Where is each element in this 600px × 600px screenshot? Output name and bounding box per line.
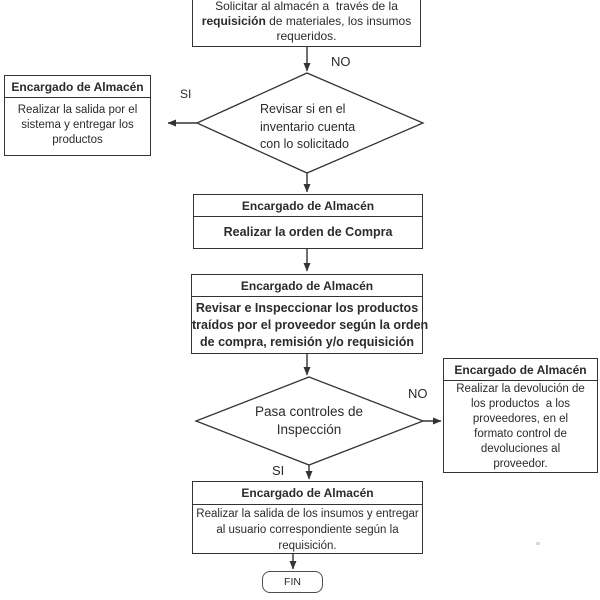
start-box-line: Solicitar al almacén a través de la [215,0,398,13]
fin-label: FIN [284,576,301,588]
edge-label-no-top: NO [331,54,351,69]
exit-box: Encargado de Almacén Realizar la salida … [192,481,423,554]
decision1-text: Revisar si en el inventario cuenta con l… [260,102,356,151]
decision2-shape [194,376,425,466]
edge-label-si-bottom: SI [272,463,285,478]
decision2-text: Pasa controles de Inspección [254,404,364,437]
return-box-header: Encargado de Almacén [444,359,597,381]
fin-terminator: FIN [262,571,323,593]
edge-label-no-right: NO [408,386,428,401]
left-box: Encargado de Almacén Realizar la salida … [4,75,151,156]
return-box: Encargado de Almacén Realizar la devoluc… [443,358,598,473]
inspect-box-header: Encargado de Almacén [192,275,422,297]
start-box: Solicitar al almacén a través de la requ… [192,0,421,47]
decision1-shape [195,72,425,174]
start-box-line: requisición de materiales, los insumos [201,14,412,28]
exit-box-header: Encargado de Almacén [193,482,422,505]
order-box-line: Realizar la orden de Compra [223,224,393,239]
stray-mark [536,542,540,545]
left-box-header: Encargado de Almacén [5,76,150,98]
edge-label-si-left: SI [180,87,192,101]
start-box-line: requeridos. [276,29,337,43]
inspect-box: Encargado de Almacén Revisar e Inspeccio… [191,274,428,354]
order-box-header: Encargado de Almacén [194,195,422,217]
order-box: Encargado de Almacén Realizar la orden d… [193,194,423,249]
